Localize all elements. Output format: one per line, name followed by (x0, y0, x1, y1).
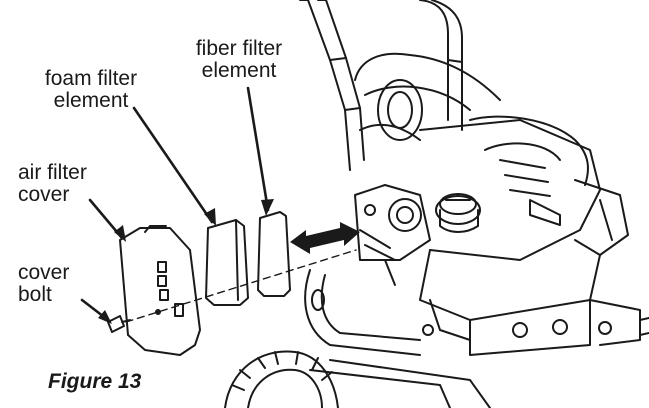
label-air-filter-cover-line1: air filter (18, 161, 87, 184)
fiber-filter-element (257, 211, 291, 297)
label-foam-filter-line1: foam filter (44, 67, 138, 90)
leader-fiber-filter (246, 86, 270, 212)
figure-caption: Figure 13 (48, 370, 142, 393)
label-cover-bolt-line1: cover (18, 261, 70, 284)
label-foam-filter-element: foam filter element (35, 68, 147, 112)
air-filter-cover (119, 225, 201, 356)
leader-foam-filter (132, 106, 214, 224)
foam-filter-element (205, 219, 249, 306)
wheel (224, 350, 339, 408)
label-air-filter-cover: air filter cover (18, 162, 87, 206)
label-cover-bolt-line2: bolt (18, 283, 52, 306)
label-fiber-filter-line2: element (201, 59, 277, 82)
fuel-cap (435, 193, 481, 233)
frame-handle (299, 0, 463, 171)
cover-bolt (107, 315, 131, 333)
label-foam-filter-line2: element (53, 89, 129, 112)
assembly-axis (125, 249, 357, 323)
label-air-filter-cover-line2: cover (18, 183, 70, 206)
label-fiber-filter-element: fiber filter element (186, 38, 292, 82)
wheel-bracket (304, 269, 491, 408)
label-fiber-filter-line1: fiber filter (195, 37, 283, 60)
carburetor-intake (354, 184, 431, 286)
label-cover-bolt: cover bolt (18, 262, 69, 306)
direction-arrow (290, 222, 360, 254)
engine-body (354, 52, 649, 356)
